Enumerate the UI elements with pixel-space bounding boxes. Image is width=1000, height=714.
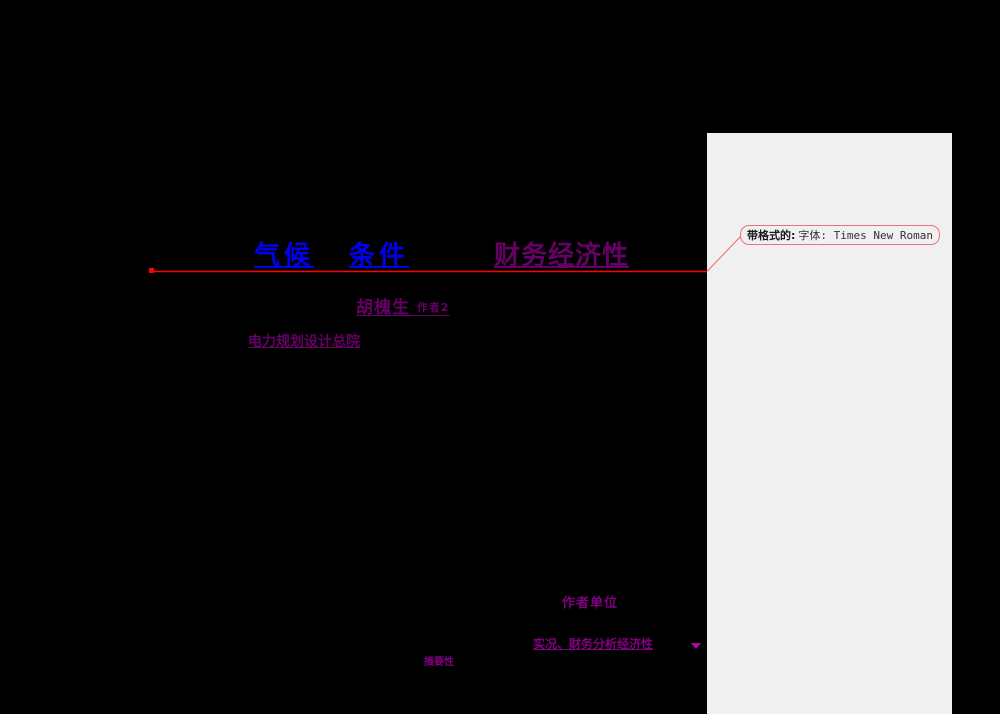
affiliation-heading: 作者单位 xyxy=(562,596,619,611)
keywords-line: 实况、财务分析经济性 xyxy=(533,637,654,651)
author-name: 胡槐生 xyxy=(356,298,410,318)
comment-label: 带格式的: xyxy=(747,229,796,242)
chevron-down-icon[interactable] xyxy=(691,643,701,649)
title-segment-condition: 条件 xyxy=(349,241,410,271)
author-byline: 胡槐生 作者2 xyxy=(356,300,450,317)
comment-anchor-marker xyxy=(149,268,154,273)
format-comment-balloon[interactable]: 带格式的: 字体: Times New Roman xyxy=(740,225,940,245)
comment-value: 字体: Times New Roman xyxy=(798,229,933,242)
title-segment-climate: 气候 xyxy=(254,241,315,271)
comment-side-panel xyxy=(707,133,952,714)
title-segment-economics: 财务经济性 xyxy=(494,241,630,271)
footnote-line: 摘要性 xyxy=(424,657,454,668)
author-affiliation: 电力规划设计总院 xyxy=(248,334,360,350)
author-suffix: 作者2 xyxy=(416,301,450,314)
